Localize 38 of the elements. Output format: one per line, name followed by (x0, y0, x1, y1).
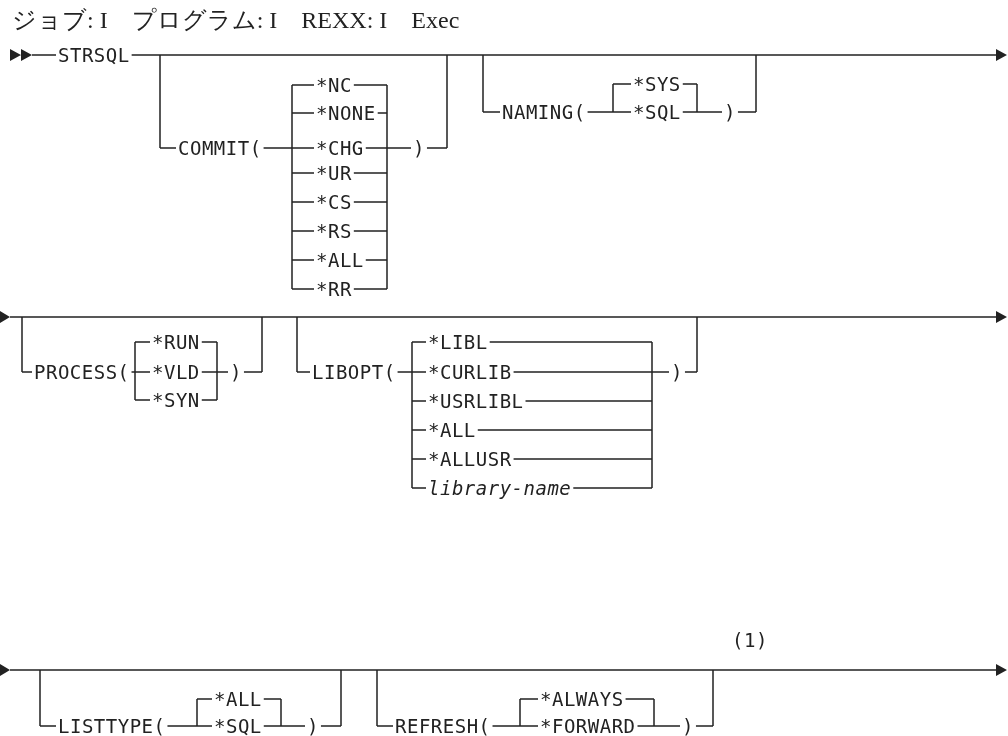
syntax-keyword: NAMING( (502, 102, 586, 122)
variable-name: library-name (428, 478, 572, 498)
option-value: *LIBL (428, 332, 488, 352)
option-value: *RS (316, 221, 352, 241)
option-value: *NC (316, 75, 352, 95)
option-value: *CS (316, 192, 352, 212)
closing-parenthesis: ) (724, 102, 736, 122)
option-value: *CURLIB (428, 362, 512, 382)
option-value: *USRLIBL (428, 391, 524, 411)
option-value: *ALWAYS (540, 689, 624, 709)
option-value: *ALLUSR (428, 449, 512, 469)
closing-parenthesis: ) (230, 362, 242, 382)
closing-parenthesis: ) (307, 716, 319, 736)
option-value: *ALL (214, 689, 262, 709)
syntax-keyword: PROCESS( (34, 362, 130, 382)
option-value: *SYN (152, 390, 200, 410)
syntax-keyword: LISTTYPE( (58, 716, 166, 736)
option-value: *CHG (316, 138, 364, 158)
syntax-keyword: COMMIT( (178, 138, 262, 158)
option-value: *FORWARD (540, 716, 636, 736)
option-value: *SQL (633, 102, 681, 122)
heading: ジョブ: I プログラム: I REXX: I Exec (12, 6, 460, 34)
option-value: *UR (316, 163, 352, 183)
option-value: *ALL (428, 420, 476, 440)
closing-parenthesis: ) (682, 716, 694, 736)
option-value: *SYS (633, 74, 681, 94)
syntax-keyword: REFRESH( (395, 716, 491, 736)
option-value: *NONE (316, 103, 376, 123)
option-value: *RUN (152, 332, 200, 352)
option-value: *VLD (152, 362, 200, 382)
closing-parenthesis: ) (671, 362, 683, 382)
closing-parenthesis: ) (413, 138, 425, 158)
option-value: *SQL (214, 716, 262, 736)
syntax-keyword: LIBOPT( (312, 362, 396, 382)
footnote-mark: (1) (732, 630, 768, 650)
option-value: *RR (316, 279, 352, 299)
syntax-keyword: STRSQL (58, 45, 130, 65)
option-value: *ALL (316, 250, 364, 270)
